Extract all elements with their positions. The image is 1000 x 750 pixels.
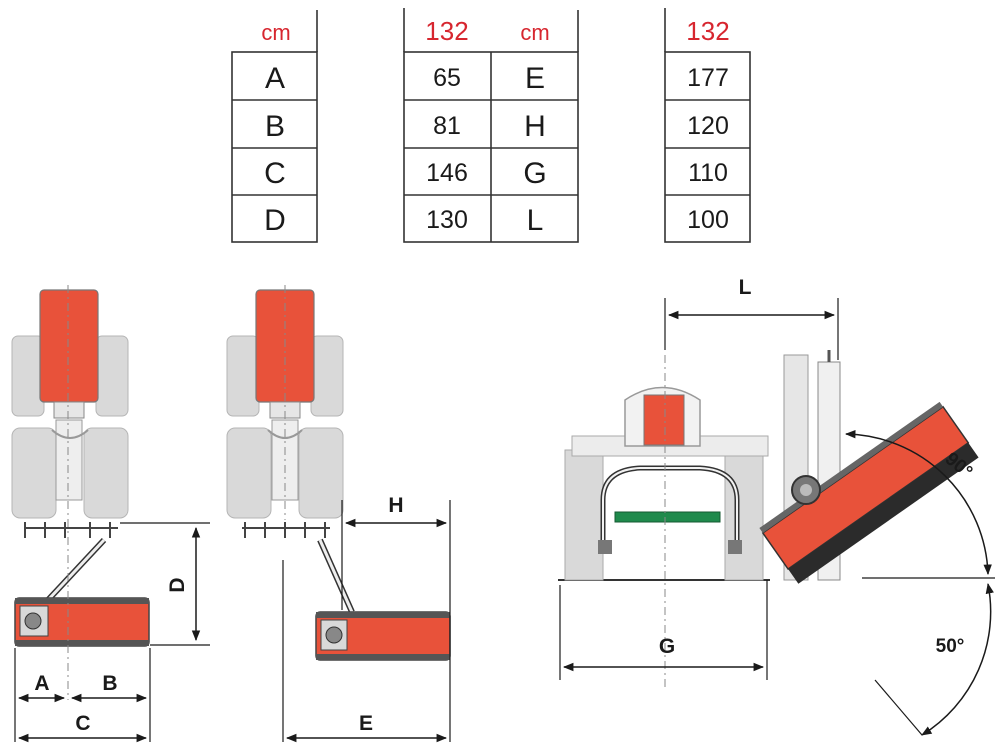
dim-label-l: L [739,276,752,299]
table-letter-g: G [523,157,546,190]
table-value-a: 65 [433,64,461,92]
table-letter-c: C [264,157,286,190]
dim-label-e: E [359,712,373,735]
table-letter-l: L [527,204,544,237]
dim-label-d: D [166,577,189,592]
table-value-c: 146 [426,159,468,187]
table-left-unit-label: cm [261,20,290,45]
tractor-rear-view [558,350,979,584]
green-roller [614,511,721,523]
table-right-value-box [664,51,751,243]
dimension-h-e: H E [282,494,451,743]
dim-label-h: H [388,494,403,517]
dimension-d: D [120,522,210,646]
tractor-top-view-1 [11,289,150,647]
table-letter-a: A [265,62,285,95]
dim-label-a: A [34,672,49,695]
dim-label-g: G [659,635,675,658]
dimension-abc: A B C [14,648,151,743]
dim-label-b: B [102,672,117,695]
table-left-letter-box [231,51,318,243]
table-value-e: 177 [687,64,729,92]
table-value-h: 120 [687,112,729,140]
table-value-d: 130 [426,206,468,234]
angle-label-50: 50° [936,636,965,657]
table-value-g: 110 [688,159,728,187]
table-letter-e: E [525,62,545,95]
table-right-unit-label: cm [520,20,549,45]
table-right-value-header: 132 [686,16,729,46]
table-left-value-header: 132 [425,16,468,46]
dim-label-c: C [75,712,90,735]
table-value-b: 81 [433,112,461,140]
table-letter-d: D [264,204,286,237]
table-letter-h: H [524,110,546,143]
tractor-top-view-2 [226,289,451,661]
table-value-l: 100 [687,206,729,234]
dimension-g: G [559,580,768,680]
table-letter-b: B [265,110,285,143]
dimension-l: L [664,276,839,360]
dimension-table [231,8,751,243]
